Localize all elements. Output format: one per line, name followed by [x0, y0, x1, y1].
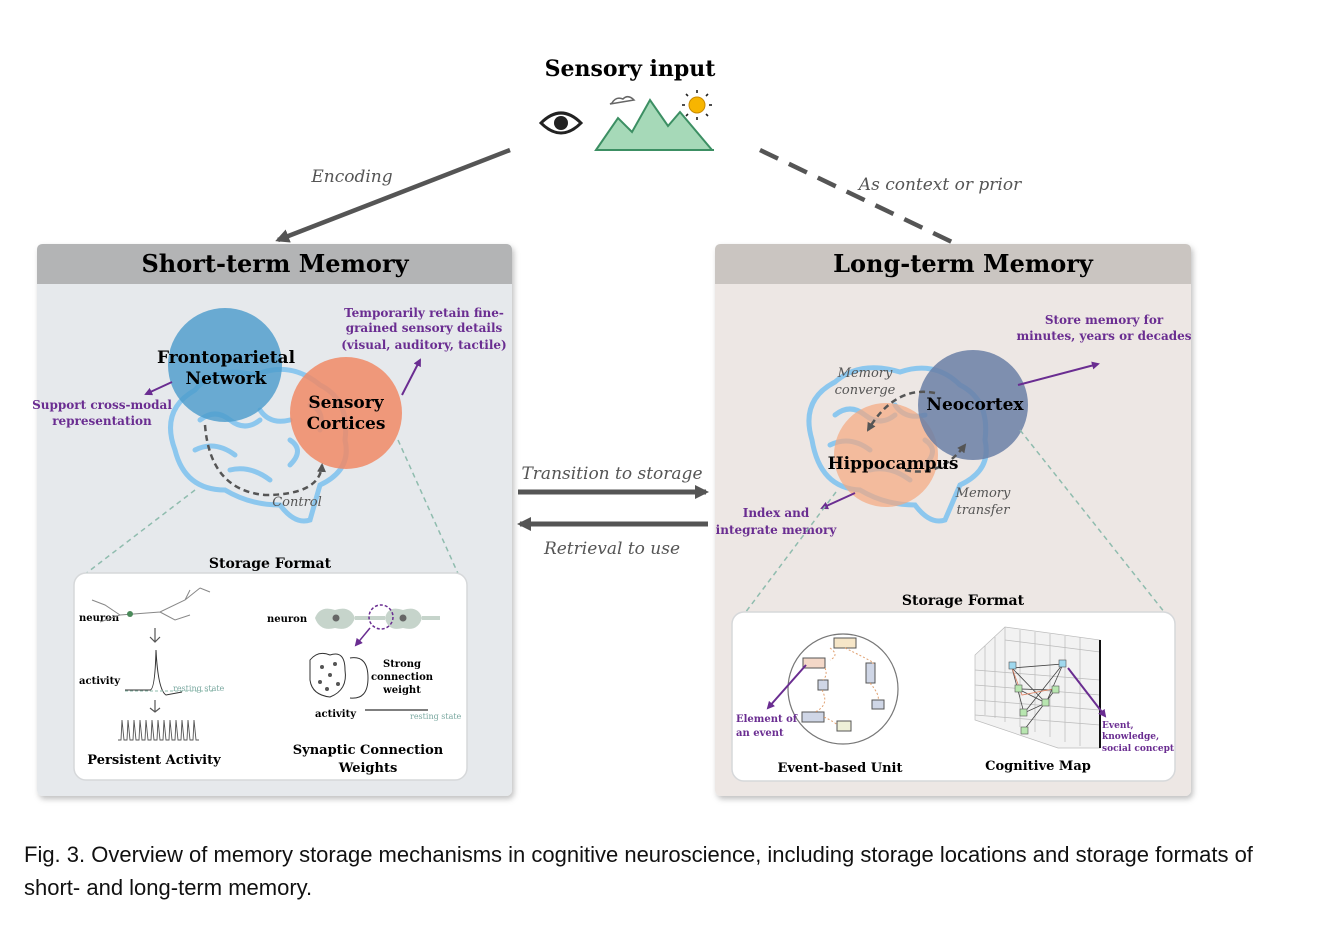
neuron-sketch-icon	[91, 587, 215, 741]
hippocampus-circle	[834, 403, 938, 507]
index-arrow	[820, 492, 856, 510]
resting-state-right: resting state	[410, 712, 462, 721]
converge-dashed-arrow	[866, 390, 936, 432]
ltm-storage-title: Storage Format	[902, 593, 1025, 609]
resting-state-left: resting state	[173, 684, 225, 693]
concept-note-3: social concept	[1102, 744, 1175, 754]
store-note-2: minutes, years or decades	[1016, 329, 1191, 343]
crossmodal-arrow	[144, 381, 173, 396]
cognitive-map-sketch-icon	[974, 626, 1101, 749]
concept-arrow	[1067, 667, 1107, 718]
sun-icon	[682, 90, 712, 120]
sensory-title: Sensory input	[545, 56, 717, 82]
element-note-2: an event	[736, 728, 784, 739]
crossmodal-note-1: Support cross-modal	[32, 398, 172, 412]
context-arrow	[759, 147, 953, 245]
transition-label: Transition to storage	[521, 464, 702, 484]
neocortex-label: Neocortex	[926, 395, 1024, 415]
index-note-1: Index and	[743, 506, 810, 520]
sensory-cortices-line1: Sensory	[308, 393, 384, 413]
event-unit-label: Event-based Unit	[777, 761, 902, 776]
encoding-arrow	[275, 147, 511, 243]
hippocampus-label: Hippocampus	[828, 454, 959, 474]
control-label: Control	[272, 495, 322, 510]
retain-note-2: grained sensory details	[346, 321, 503, 335]
frontoparietal-line2: Network	[186, 369, 268, 389]
crossmodal-note-2: representation	[52, 414, 152, 428]
index-note-2: integrate memory	[716, 523, 838, 537]
ltm-title: Long-term Memory	[833, 249, 1094, 278]
context-label: As context or prior	[857, 175, 1022, 195]
converge-line2: converge	[835, 383, 896, 398]
frontoparietal-line1: Frontoparietal	[157, 348, 296, 368]
element-note-1: Element of	[736, 714, 798, 725]
stm-title: Short-term Memory	[141, 249, 409, 278]
stm-neuron-label-right: neuron	[267, 614, 308, 625]
figure-caption: Fig. 3. Overview of memory storage mecha…	[24, 842, 1253, 900]
cognitive-map-label: Cognitive Map	[985, 759, 1091, 774]
stm-storage-title: Storage Format	[209, 556, 332, 572]
retain-note-3: (visual, auditory, tactile)	[341, 338, 506, 352]
event-unit-sketch-icon	[787, 633, 899, 745]
stm-activity-label-left: activity	[79, 676, 121, 687]
short-term-memory-panel: Short-term Memory Frontoparietal Network…	[32, 244, 512, 796]
eye-icon	[538, 111, 584, 135]
transfer-line2: transfer	[957, 503, 1011, 518]
concept-note-1: Event,	[1102, 721, 1134, 731]
frontoparietal-circle	[168, 308, 282, 422]
ltm-storage-box	[731, 611, 1176, 782]
stm-storage-box	[73, 572, 468, 781]
strong-line2: connection	[371, 672, 434, 683]
transfer-dashed-arrow	[904, 443, 967, 473]
sensory-cortices-circle	[290, 357, 402, 469]
synaptic-label-2: Weights	[338, 761, 398, 776]
element-arrow	[766, 664, 807, 710]
synapse-sketch-icon	[309, 604, 440, 711]
persistent-activity-label: Persistent Activity	[87, 753, 221, 768]
synaptic-label-1: Synaptic Connection	[293, 743, 444, 758]
strong-line1: Strong	[383, 659, 421, 670]
retain-arrow	[401, 358, 421, 396]
strong-line3: weight	[382, 685, 421, 696]
transfer-line1: Memory	[955, 486, 1011, 501]
store-arrow	[1017, 361, 1100, 386]
encoding-label: Encoding	[310, 167, 392, 187]
store-note-1: Store memory for	[1045, 313, 1164, 327]
converge-line1: Memory	[837, 366, 893, 381]
retain-note-1: Temporarily retain fine-	[344, 306, 504, 320]
concept-note-2: knowledge,	[1102, 732, 1159, 742]
stm-activity-label-right: activity	[315, 709, 357, 720]
control-dashed-arrow	[203, 424, 327, 497]
landscape-icon	[594, 96, 715, 151]
long-term-memory-panel: Long-term Memory Neocortex Hippocampus M…	[715, 244, 1192, 796]
neocortex-circle	[918, 350, 1028, 460]
retrieval-label: Retrieval to use	[543, 539, 680, 559]
stm-neuron-label-left: neuron	[79, 613, 120, 624]
sensory-cortices-line2: Cortices	[307, 414, 386, 434]
